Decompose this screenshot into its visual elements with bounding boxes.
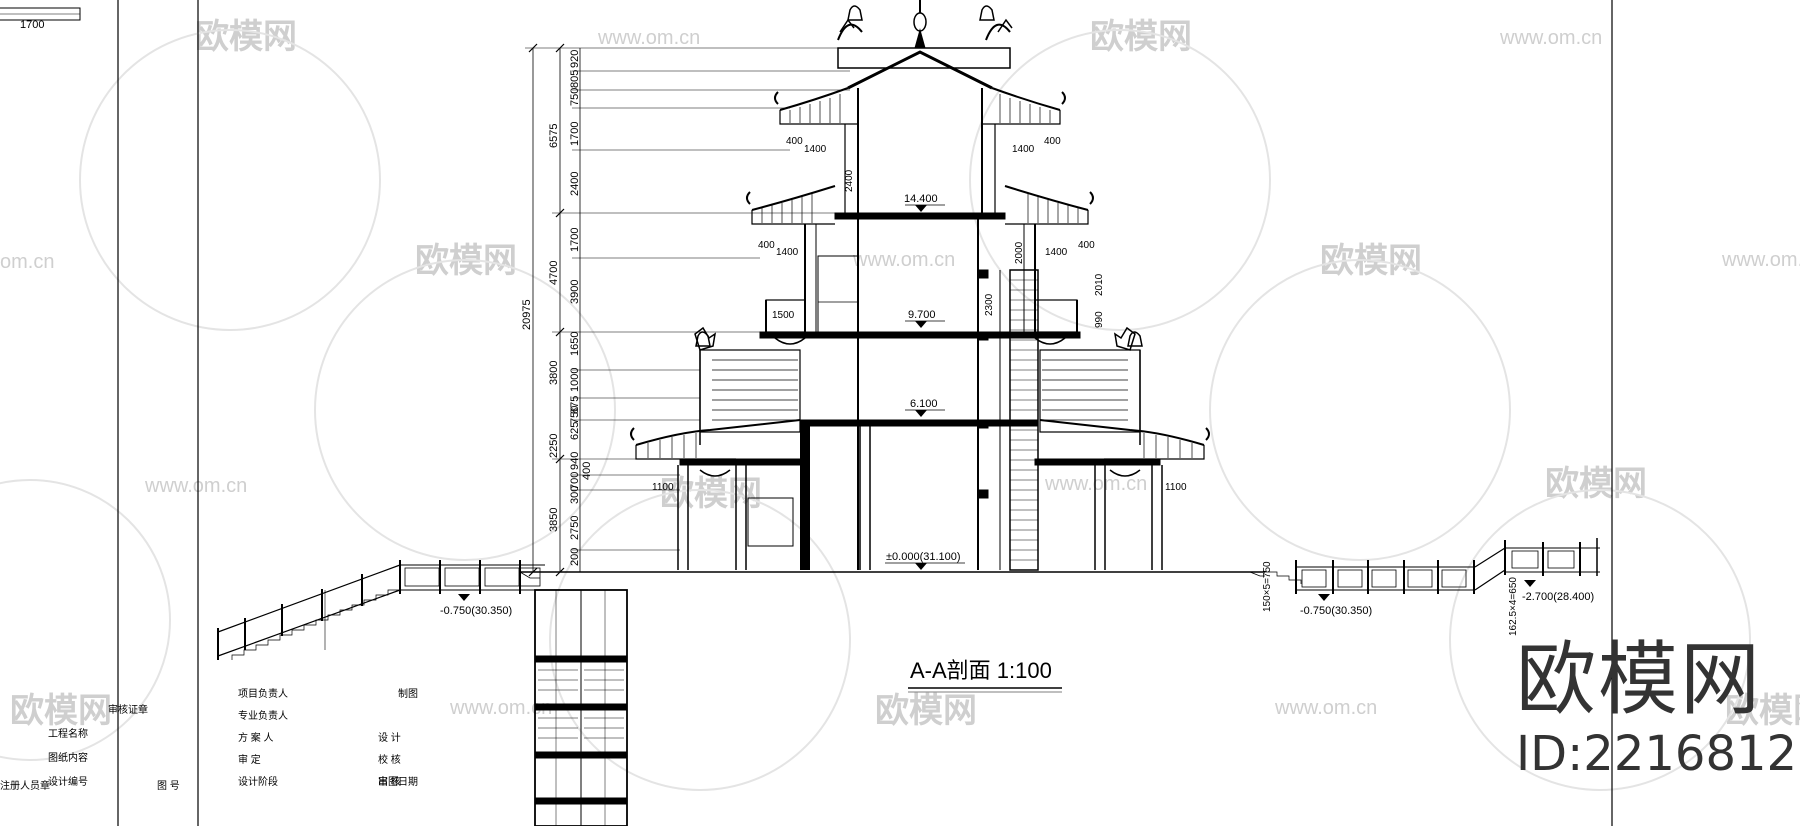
dim-text: 162.5×4=650 [1508,577,1519,636]
watermark-url: www.om.cn [1274,697,1377,719]
level-label: -0.750(30.350) [1300,605,1372,617]
tb-label: 图纸内容 [48,751,88,764]
dim-text: 400 [581,462,593,480]
dim-text: 2250 [548,434,560,458]
right-stair-balustrade [1265,538,1600,594]
dim-text: 1500 [772,310,795,321]
dim-text: 2300 [984,293,995,316]
dim-text: 300 [569,486,581,504]
dim-text: 750 [569,88,581,106]
watermark-url: www.om.cn [1499,27,1602,49]
dim-text: 150×5=750 [1262,561,1273,612]
watermark-url: www.om.cn [1721,249,1800,271]
dim-text: 700 [569,472,581,490]
tb-label: 设计编号 [48,775,88,788]
brand-id: ID:2216812 [1516,726,1798,782]
dim-text: 3800 [548,361,560,385]
dim-text: 1700 [569,122,581,146]
watermark-logo: 欧模网 [875,691,977,731]
watermark-url: www.om.cn [144,475,247,497]
level-label: 9.700 [908,309,936,321]
dim-text: 1400 [804,144,827,155]
watermarks: 欧模网 欧模网 欧模网 欧模网 欧模网 欧模网 欧模网 欧模网 欧模网 www.… [0,17,1800,791]
tb-label: 制图 [398,687,418,700]
level-label: -2.700(28.400) [1522,591,1594,603]
dim-text: 1700 [569,228,581,252]
dim-text: 920 [569,50,581,68]
level-label: 14.400 [904,193,938,205]
tb-label: 图 号 [157,780,180,792]
dim-text: 400 [1078,240,1095,251]
tb-label: 工程名称 [48,727,88,740]
tb-label: 出图日期 [378,775,418,788]
tb-label: 设计阶段 [238,775,278,788]
dim-text: 1000 [569,368,581,392]
dim-text: 875 [569,396,581,414]
dim-text: 625 [569,422,581,440]
dim-text: 2010 [1094,273,1105,296]
level-label: -0.750(30.350) [440,605,512,617]
watermark-logo: 欧模网 [195,17,297,57]
inner-dimension-texts: 1400 1400 1400 1400 400 400 400 400 2400… [652,136,1519,636]
dimension-texts: 20975 6575 4700 3800 2250 3850 920 805 7… [521,50,593,566]
dim-text: 400 [758,240,775,251]
drawing-title: A-A剖面 1:100 [910,658,1052,683]
tb-label: 审 定 [238,753,261,766]
dim-text: 2000 [1014,241,1025,264]
watermark-logo: 欧模网 [1090,17,1192,57]
watermark-url: www.om.cn [597,27,700,49]
watermark-url: om.cn [0,251,54,273]
dim-text: 3900 [569,280,581,304]
dim-text: 400 [1044,136,1061,147]
watermark-url: www.om.cn [449,697,552,719]
watermark-logo: 欧模网 [660,474,762,514]
level-marks: 14.400 9.700 6.100 ±0.000(31.100) -0.750… [440,193,1594,617]
dim-text: 2750 [569,516,581,540]
dimension-chain [525,43,850,577]
dim-text: 1400 [1012,144,1035,155]
tb-label: 项目负责人 [238,687,288,700]
corner-dimension: 1700 [20,19,44,31]
dim-text: 200 [569,548,581,566]
pavilion-section [630,0,1210,571]
dim-text: 990 [1094,311,1105,328]
sheet-frame [0,0,1613,826]
tb-label: 注册人员章 [0,779,50,792]
watermark-url: www.om.cn [852,249,955,271]
dim-text: 2400 [844,169,855,192]
level-label: ±0.000(31.100) [886,551,961,563]
level-label: 6.100 [910,398,938,410]
dim-text: 1100 [652,482,674,493]
title-block: 项目负责人 专业负责人 方 案 人 审 定 设计阶段 工程名称 图纸内容 设计编… [0,687,418,792]
dim-text: 3850 [548,508,560,532]
ground [519,571,1265,579]
dim-text: 1650 [569,332,581,356]
dim-text: 2400 [569,172,581,196]
dim-text: 1400 [1045,247,1068,258]
dim-text: 1400 [776,247,799,258]
tb-label: 审 核 [378,775,401,788]
foundation-pier [534,589,628,826]
dim-text: 400 [786,136,803,147]
tb-label: 方 案 人 [238,731,274,744]
dim-text: 6575 [548,124,560,148]
brand-logo: 欧模网 [1516,633,1762,726]
tb-label: 专业负责人 [238,709,288,722]
tb-label: 设 计 [378,731,401,744]
tb-label: 审核证章 [108,703,148,716]
dim-text: 20975 [521,299,533,330]
tb-label: 校 核 [378,753,401,766]
dim-text: 805 [569,70,581,88]
dim-text: 4700 [548,261,560,285]
watermark-logo: 欧模网 [10,691,112,731]
dim-text: 1100 [1165,482,1187,493]
watermark-logo: 欧模网 [1545,464,1647,504]
left-stair-balustrade [217,560,545,660]
dim-text: 750 [569,406,581,424]
dim-text: 940 [569,452,581,470]
